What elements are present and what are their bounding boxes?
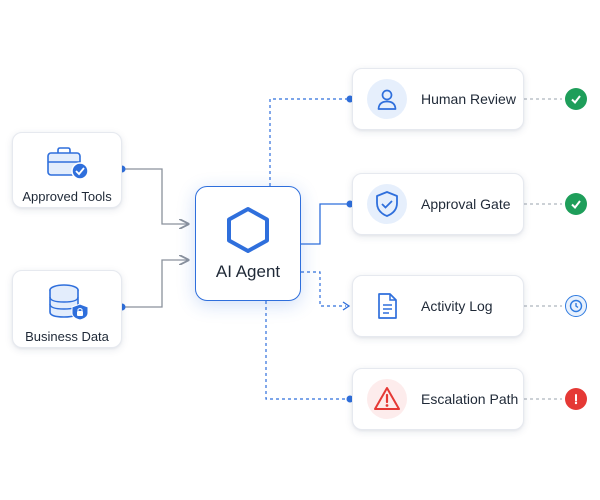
ai-agent-card[interactable]: AI Agent xyxy=(195,186,301,301)
connector-dot xyxy=(346,200,354,208)
output-label: Activity Log xyxy=(421,298,493,314)
output-label: Approval Gate xyxy=(421,196,511,212)
shield-check-icon xyxy=(367,184,407,224)
status-clock-icon xyxy=(565,295,587,317)
source-card-approved-tools[interactable]: Approved Tools xyxy=(12,132,122,208)
connector-agent-to-approval-gate xyxy=(301,203,350,245)
status-success-icon xyxy=(565,193,587,215)
source-label: Approved Tools xyxy=(22,189,112,204)
source-card-business-data[interactable]: Business Data xyxy=(12,270,122,348)
person-icon xyxy=(367,79,407,119)
hexagon-icon xyxy=(227,206,269,253)
connector-dot xyxy=(346,395,354,403)
status-alert-icon xyxy=(565,388,587,410)
output-card-activity-log[interactable]: Activity Log xyxy=(352,275,524,337)
output-card-approval-gate[interactable]: Approval Gate xyxy=(352,173,524,235)
connector-agent-to-escalation-path xyxy=(265,301,350,400)
output-card-escalation-path[interactable]: Escalation Path xyxy=(352,368,524,430)
connector-agent-to-activity-log xyxy=(301,271,346,307)
connector-data-to-agent xyxy=(122,260,188,308)
briefcase-check-icon xyxy=(47,147,89,180)
connector-dot xyxy=(346,95,354,103)
agent-label: AI Agent xyxy=(215,261,281,281)
output-label: Escalation Path xyxy=(421,391,519,407)
output-label: Human Review xyxy=(421,91,516,107)
source-label: Business Data xyxy=(25,329,109,344)
status-success-icon xyxy=(565,88,587,110)
database-lock-icon xyxy=(49,284,89,321)
output-card-human-review[interactable]: Human Review xyxy=(352,68,524,130)
warning-icon xyxy=(367,379,407,419)
connector-tools-to-agent xyxy=(122,168,188,224)
document-icon xyxy=(367,286,407,326)
connector-agent-to-human-review xyxy=(269,98,350,186)
